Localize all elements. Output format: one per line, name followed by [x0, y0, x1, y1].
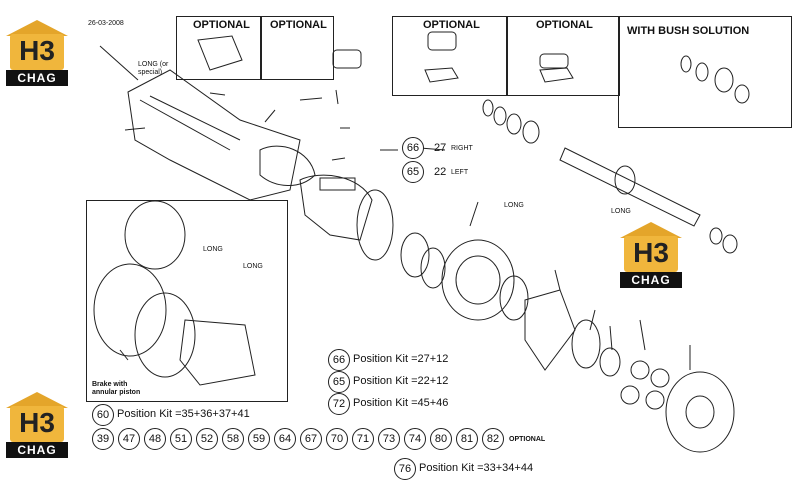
long-label-71: LONG [243, 263, 263, 270]
brand-logo-top-left: H3 CHAG [6, 20, 68, 86]
kit-60-circle: 60 [92, 404, 114, 426]
brand-logo-bottom-left: H3 CHAG [6, 392, 68, 458]
optional-box-3 [392, 16, 508, 96]
optional-part-58: 58 [222, 428, 244, 450]
long-special-label: LONG (or special) [138, 61, 169, 76]
optional-box-2 [260, 16, 334, 80]
kit-72-text: Position Kit =45+46 [353, 397, 449, 409]
long-label-47: LONG [611, 208, 631, 215]
brake-box [86, 200, 288, 402]
part-22-label: 22 [434, 166, 447, 178]
optional-part-59: 59 [248, 428, 270, 450]
optional-part-48: 48 [144, 428, 166, 450]
part-27-label: 27 [434, 142, 447, 154]
optional-part-82: 82 [482, 428, 504, 450]
part-65-callout: 65 [402, 161, 424, 183]
optional-part-80: 80 [430, 428, 452, 450]
optional-box-4 [506, 16, 620, 96]
optional-label-2: OPTIONAL [270, 19, 327, 31]
kit-76-circle: 76 [394, 458, 416, 480]
kit-65-circle: 65 [328, 371, 350, 393]
long-label-59: LONG [203, 246, 223, 253]
optional-part-52: 52 [196, 428, 218, 450]
optional-part-81: 81 [456, 428, 478, 450]
kit-66-text: Position Kit =27+12 [353, 353, 449, 365]
optional-part-71: 71 [352, 428, 374, 450]
optional-label-1: OPTIONAL [193, 19, 250, 31]
part-66-callout: 66 [402, 137, 424, 159]
brake-label: Brake with annular piston [92, 381, 141, 396]
kit-72-circle: 72 [328, 393, 350, 415]
kit-76-text: Position Kit =33+34+44 [419, 462, 534, 474]
optional-part-47: 47 [118, 428, 140, 450]
optional-part-64: 64 [274, 428, 296, 450]
optional-part-39: 39 [92, 428, 114, 450]
optional-box-1 [176, 16, 262, 80]
kit-66-circle: 66 [328, 349, 350, 371]
with-bush-label: WITH BUSH SOLUTION [627, 25, 750, 37]
optional-part-70: 70 [326, 428, 348, 450]
optional-part-73: 73 [378, 428, 400, 450]
optional-part-67: 67 [300, 428, 322, 450]
optional-label-3: OPTIONAL [423, 19, 480, 31]
brand-logo-middle: H3 CHAG [620, 222, 682, 288]
optional-part-74: 74 [404, 428, 426, 450]
long-label-51: LONG [504, 202, 524, 209]
optional-part-51: 51 [170, 428, 192, 450]
kit-60-text: Position Kit =35+36+37+41 [117, 408, 250, 420]
optional-row-label: OPTIONAL [509, 436, 546, 443]
right-label: RIGHT [451, 145, 473, 152]
optional-label-4: OPTIONAL [536, 19, 593, 31]
diagram-date: 26-03-2008 [88, 20, 124, 27]
kit-65-text: Position Kit =22+12 [353, 375, 449, 387]
left-label: LEFT [451, 169, 469, 176]
bush-solution-box [618, 16, 792, 128]
